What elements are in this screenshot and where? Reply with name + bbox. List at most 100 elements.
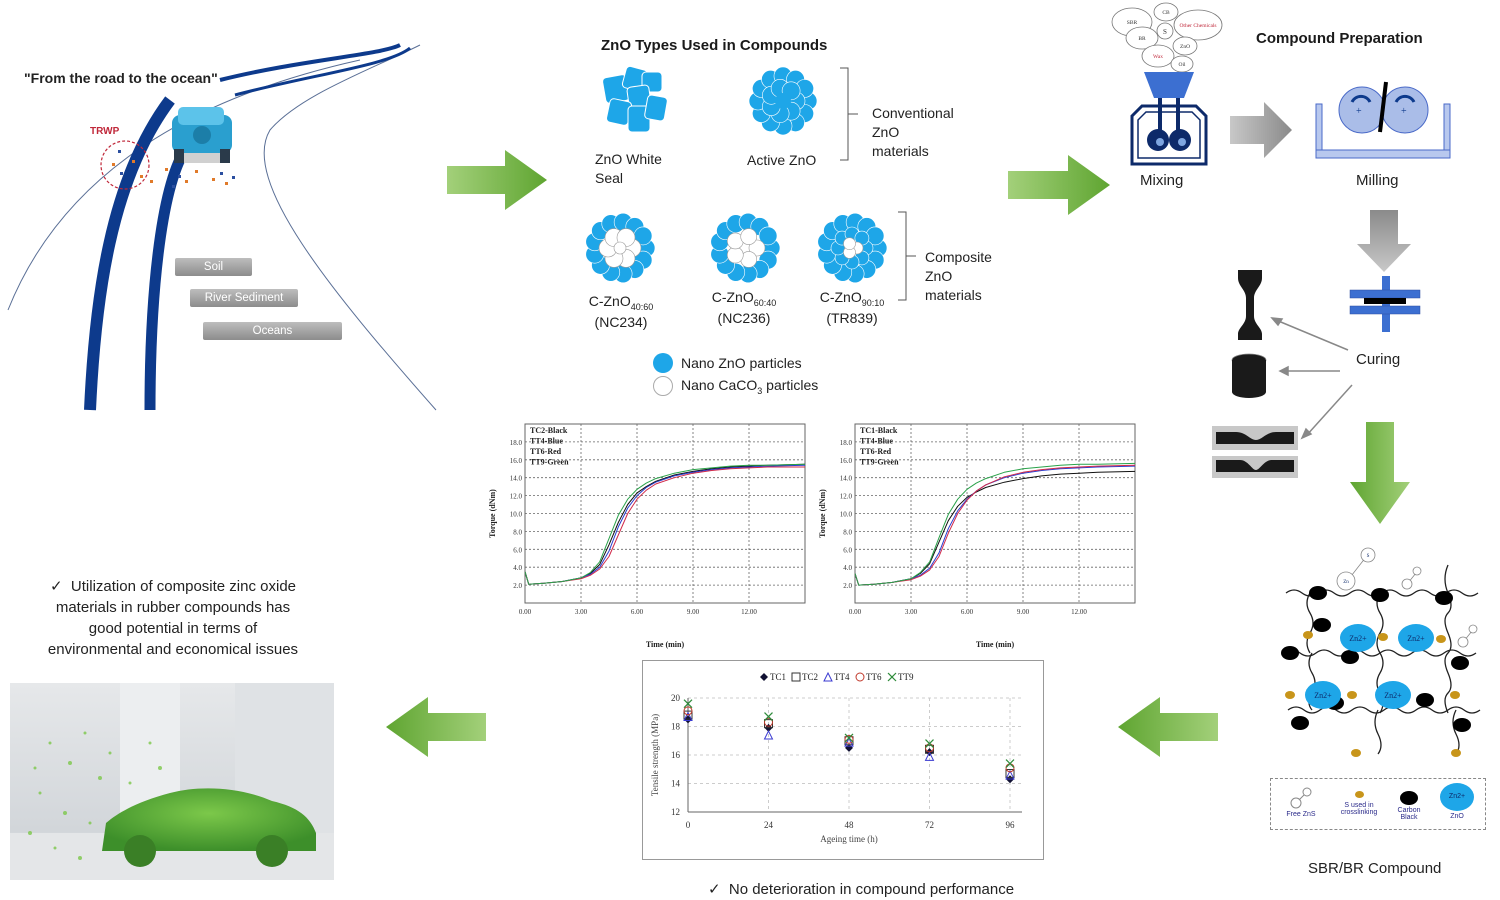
ingredient-oil: Oil xyxy=(1178,62,1186,68)
legend-entry: TC1 xyxy=(770,672,786,682)
tear-specimen-icon xyxy=(1212,426,1298,478)
y-tick-label: 4.0 xyxy=(843,564,852,572)
composite-bracket xyxy=(898,211,916,301)
particle xyxy=(775,93,791,109)
data-point-tt4 xyxy=(1005,769,1015,780)
y-tick-label: 2.0 xyxy=(513,582,522,590)
zno-white-seal-label: ZnO White Seal xyxy=(595,151,662,186)
road-illustration xyxy=(7,43,437,411)
destination-soil: Soil xyxy=(175,258,252,276)
ingredient-wax: Wax xyxy=(1153,54,1163,60)
legend-zno: Zn2+ ZnO xyxy=(1437,783,1477,820)
dumbbell-specimen-icon xyxy=(1238,270,1262,340)
s-crosslink-swatch-icon xyxy=(1354,791,1364,798)
ingredient-other: Other Chemicals xyxy=(1179,23,1216,29)
svg-text:+: + xyxy=(1401,106,1407,117)
series-line-tt9-green xyxy=(854,462,1136,586)
curing-press-icon xyxy=(1349,276,1421,332)
conclusion-left: ✓ Utilization of composite zinc oxide ma… xyxy=(47,578,299,658)
data-point-tt4 xyxy=(924,751,935,761)
arrow-left-green-2 xyxy=(386,697,486,757)
y-tick-label: 14.0 xyxy=(840,475,853,483)
y-axis-label: Tensile strength (MPa) xyxy=(650,714,660,796)
zno-swatch-icon: Zn2+ xyxy=(1440,783,1474,811)
zno-types-title: ZnO Types Used in Compounds xyxy=(601,37,828,54)
data-point-tt9 xyxy=(764,712,773,721)
active-zno-label: Active ZnO xyxy=(747,152,817,168)
x-axis-label: Ageing time (h) xyxy=(820,834,878,844)
mixer-icon xyxy=(1130,72,1208,166)
data-point-tt6 xyxy=(683,706,693,716)
milling-icon: + + xyxy=(1315,81,1451,159)
composite-zno-60-40-icon xyxy=(711,212,781,284)
svg-text:S: S xyxy=(1367,554,1370,559)
data-point-tt6 xyxy=(764,717,773,727)
legend-entry: TT6-Red xyxy=(860,447,892,456)
zn-ion-label: Zn2+ xyxy=(1314,691,1332,700)
legend-nano-caco3: Nano CaCO3 particles xyxy=(653,374,818,398)
ingredient-zno: ZnO xyxy=(1180,44,1190,50)
sbr-compound-caption: SBR/BR Compound xyxy=(1308,860,1442,877)
x-tick-label: 48 xyxy=(845,820,855,830)
sbr-br-network-diagram: Zn2+ Zn2+ Zn2+ Zn2+ Zn S xyxy=(1281,547,1481,757)
y-tick-label: 16.0 xyxy=(840,457,853,465)
destination-oceans: Oceans xyxy=(203,322,342,340)
y-tick-label: 10.0 xyxy=(840,511,853,519)
road-edge-right xyxy=(263,44,437,411)
zn-ion-label: Zn2+ xyxy=(1384,691,1402,700)
x-tick-label: 0 xyxy=(686,820,691,830)
x-tick-label: 12.00 xyxy=(1071,608,1087,616)
series-line-tt9-green xyxy=(524,463,806,585)
particle xyxy=(843,237,856,250)
conventional-bracket xyxy=(840,67,858,161)
sbr-compound-legend: Free ZnS S used in crosslinking Carbon B… xyxy=(1270,778,1486,830)
data-point-tt4 xyxy=(823,671,833,682)
legend-entry: TT9-Green xyxy=(860,458,899,467)
y-tick-label: 14 xyxy=(671,779,681,789)
trwp-circle xyxy=(100,140,150,190)
legend-nano-zno: Nano ZnO particles xyxy=(653,352,818,374)
y-tick-label: 20 xyxy=(671,693,681,703)
particle-legend: Nano ZnO particles Nano CaCO3 particles xyxy=(653,352,818,398)
x-tick-label: 24 xyxy=(764,820,774,830)
compound-prep-title: Compound Preparation xyxy=(1256,30,1423,47)
y-tick-label: 14.0 xyxy=(510,475,523,483)
legend-entry: TT4 xyxy=(834,672,850,682)
y-tick-label: 6.0 xyxy=(513,546,522,554)
y-tick-label: 12.0 xyxy=(840,493,853,501)
y-tick-label: 12 xyxy=(671,807,680,817)
green-car-image xyxy=(10,683,334,880)
destination-river-sediment: River Sediment xyxy=(190,289,298,307)
y-tick-label: 16 xyxy=(671,750,681,760)
tire-particles xyxy=(112,150,235,188)
x-tick-label: 12.00 xyxy=(741,608,757,616)
tire-track-1 xyxy=(84,96,175,411)
composite-zno-90-10-icon xyxy=(818,212,888,284)
legend-carbon-black: Carbon Black xyxy=(1391,791,1427,821)
data-point-tc1 xyxy=(760,673,768,681)
y-tick-label: 6.0 xyxy=(843,546,852,554)
legend-entry: TT4-Blue xyxy=(530,437,563,446)
conventional-group-label: Conventional ZnO materials xyxy=(872,105,954,159)
x-tick-label: 6.00 xyxy=(631,608,644,616)
checkmark-icon: ✓ xyxy=(49,578,63,595)
cylinder-specimen-icon xyxy=(1231,353,1267,398)
arrow-right-green-1 xyxy=(447,150,547,210)
x-tick-label: 3.00 xyxy=(905,608,918,616)
nano-caco3-swatch-icon xyxy=(653,376,673,396)
ingredient-br: BR xyxy=(1138,36,1146,42)
ingredient-sbr: SBR xyxy=(1127,20,1138,26)
conclusion-bottom: ✓ No deterioration in compound performan… xyxy=(707,881,1015,898)
composite-zno-40-60-label: C-ZnO40:60 (NC234) xyxy=(588,293,654,330)
trwp-label: TRWP xyxy=(90,126,120,137)
legend-entry: TT6-Red xyxy=(530,447,562,456)
x-tick-label: 96 xyxy=(1006,820,1016,830)
y-tick-label: 18.0 xyxy=(840,439,853,447)
legend-entry: TC2 xyxy=(802,672,818,682)
particle xyxy=(726,246,744,264)
road-section: "From the road to the ocean" TRWP Soil R… xyxy=(0,40,450,420)
arrow-down-gray xyxy=(1357,210,1411,272)
y-tick-label: 8.0 xyxy=(513,528,522,536)
zno-white-seal-icon xyxy=(602,66,668,133)
